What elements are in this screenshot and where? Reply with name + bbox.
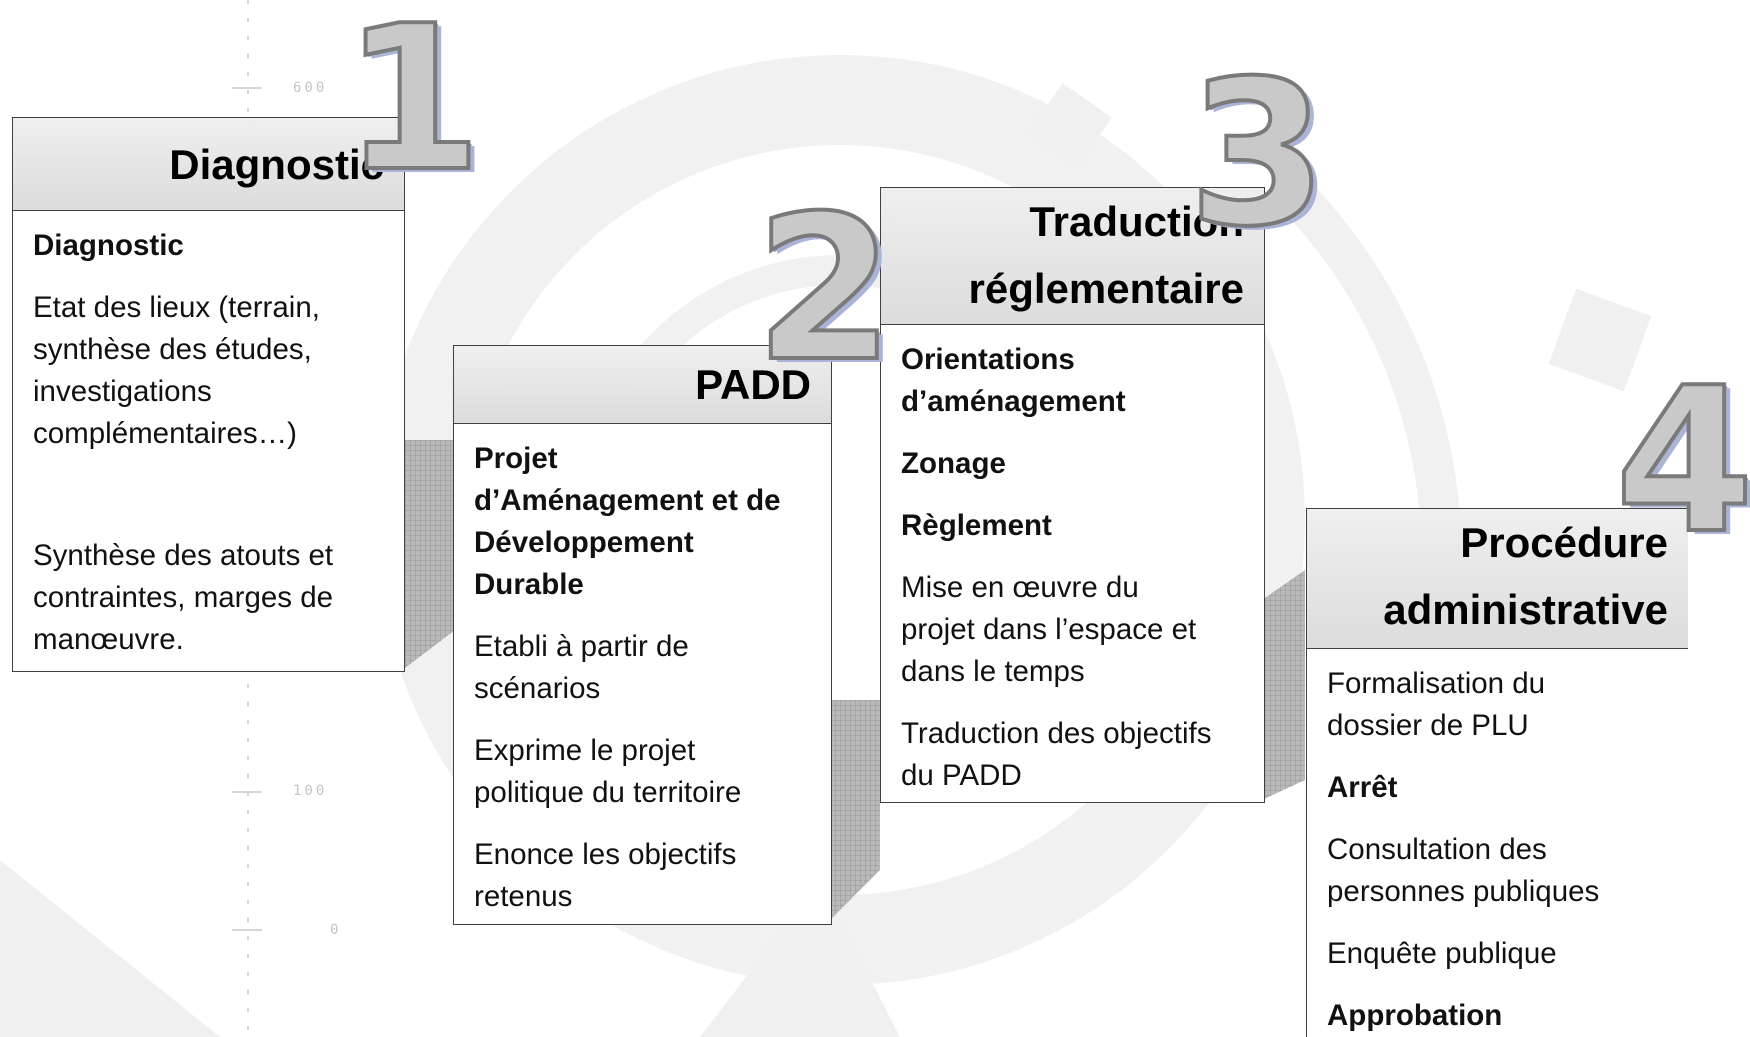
step-title-line-2: administrative (1383, 586, 1668, 633)
step-body: Diagnostic Etat des lieux (terrain, synt… (13, 211, 404, 661)
step-item: Projet d’Aménagement et de Développement… (474, 442, 781, 601)
step-item: Orientations d’aménagement (901, 343, 1126, 418)
step-body: Orientations d’aménagement Zonage Règlem… (881, 325, 1264, 797)
step-header: Diagnostic (13, 118, 404, 211)
step-item: Etabli à partir de scénarios (474, 630, 689, 705)
step-item: Enquête publique (1327, 937, 1557, 970)
step-number-1: 1 (341, 0, 484, 216)
step-title: Diagnostic (169, 141, 384, 188)
step-title: PADD (695, 361, 811, 408)
step-item: Enonce les objectifs retenus (474, 838, 737, 913)
step-header: Procédure administrative (1307, 509, 1688, 649)
step-title-line-1: Traduction (1029, 198, 1244, 245)
step-card-padd: PADD Projet d’Aménagement et de Développ… (453, 345, 832, 925)
step-item: Exprime le projet politique du territoir… (474, 734, 742, 809)
ruler-label-0: 0 (330, 922, 342, 938)
step-title-line-1: Procédure (1460, 519, 1668, 566)
step-card-traduction: Traduction réglementaire Orientations d’… (880, 187, 1265, 803)
step-header: Traduction réglementaire (881, 188, 1264, 325)
step-item: Arrêt (1327, 771, 1398, 804)
step-item: Consultation des personnes publiques (1327, 833, 1600, 908)
step-card-procedure: Procédure administrative Formalisation d… (1306, 508, 1688, 1037)
step-item: Formalisation du dossier de PLU (1327, 667, 1546, 742)
step-number-2: 2 (753, 173, 896, 406)
step-item: Diagnostic (33, 229, 184, 262)
step-card-diagnostic: Diagnostic Diagnostic Etat des lieux (te… (12, 117, 405, 672)
step-item: Traduction des objectifs du PADD (901, 717, 1212, 792)
ruler-label-100: 100 (293, 783, 328, 799)
step-body: Projet d’Aménagement et de Développement… (454, 424, 831, 918)
step-title-line-2: réglementaire (968, 265, 1244, 312)
step-item: Synthèse des atouts et contraintes, marg… (33, 539, 334, 656)
step-item: Zonage (901, 447, 1006, 480)
ruler-label-600: 600 (293, 80, 328, 96)
step-item: Approbation (1327, 999, 1503, 1032)
step-item: Règlement (901, 509, 1052, 542)
step-body: Formalisation du dossier de PLU Arrêt Co… (1307, 649, 1688, 1037)
step-item: Mise en œuvre du projet dans l’espace et… (901, 571, 1197, 688)
step-number-3: 3 (1186, 38, 1329, 271)
step-item: Etat des lieux (terrain, synthèse des ét… (33, 291, 320, 450)
step-header: PADD (454, 346, 831, 424)
step-number-4: 4 (1613, 345, 1750, 578)
